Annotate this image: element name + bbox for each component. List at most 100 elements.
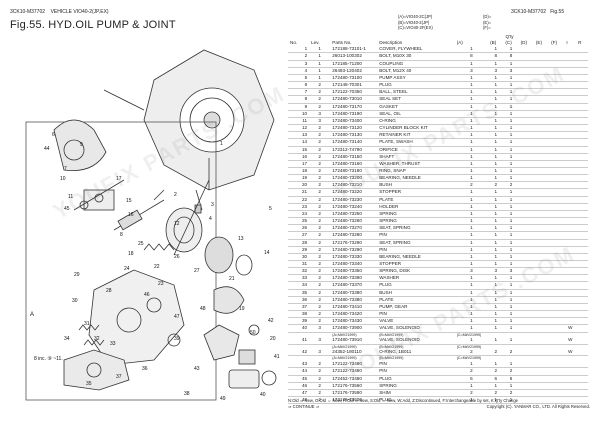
row-qty-c: 1 (503, 303, 519, 312)
part-callout-label: 32 (94, 336, 100, 342)
row-lev: 3 (309, 349, 331, 357)
row-qty-c: 1 (503, 103, 519, 111)
row-qty-f (549, 382, 565, 390)
row-parts-no: 172312-74790 (330, 146, 378, 154)
row-qty-a: 1 (454, 103, 489, 111)
row-parts-no: 172480-73380 (330, 296, 378, 304)
part-callout-label: 38 (184, 391, 190, 397)
row-qty-b: 1 (488, 60, 504, 68)
part-callout-label: 31 (84, 321, 90, 327)
row-qty-f (549, 46, 565, 54)
col-qty-b: (B) (490, 40, 497, 46)
row-qty-d (518, 349, 534, 357)
model-line: (C)=VIO40-2F(EX) (398, 25, 433, 31)
row-no: 43 (288, 361, 310, 369)
row-parts-no: 172480-73420 (330, 310, 378, 319)
row-qty-f (549, 389, 565, 398)
row-r (576, 131, 588, 140)
row-no: 36 (288, 296, 310, 304)
row-qty-d (518, 52, 534, 61)
row-qty-f (549, 117, 565, 126)
row-qty-e (533, 246, 550, 254)
row-qty-f (549, 160, 565, 168)
part-callout-label: 10 (60, 176, 66, 182)
row-qty-e (533, 74, 550, 83)
row-qty-c: 1 (503, 260, 519, 269)
row-qty-c: 1 (503, 138, 519, 147)
row-description: SPRING (377, 217, 455, 226)
row-lev: 2 (309, 138, 331, 147)
row-r (576, 153, 588, 161)
row-qty-f (549, 349, 565, 357)
row-qty-a: 1 (454, 303, 489, 312)
row-lev: 2 (309, 361, 331, 369)
row-r (576, 210, 588, 219)
part-callout-label: 13 (238, 236, 244, 242)
row-lev: 1 (309, 74, 331, 83)
row-lev: 2 (309, 281, 331, 290)
part-callout-label: 33 (110, 341, 116, 347)
exploded-parts-diagram: 1234567891011121314151617181920212223242… (25, 49, 280, 402)
row-i (564, 81, 577, 90)
row-description: SEAL, OIL (377, 110, 455, 118)
model-line: (B)=VIO40-2(JP) (398, 19, 430, 25)
row-i (564, 281, 577, 290)
part-callout-label: 16 (128, 212, 134, 218)
row-no: 39 (288, 317, 310, 326)
row-i (564, 253, 577, 262)
part-callout-label: 14 (264, 250, 270, 256)
row-qty-e (533, 181, 550, 190)
row-i (564, 103, 577, 111)
row-r (576, 375, 588, 383)
row-qty-b: 1 (488, 103, 504, 111)
row-qty-d (518, 260, 534, 269)
row-lev: 2 (309, 289, 331, 297)
row-qty-c: 2 (503, 181, 519, 190)
row-description: PUMP, GEAR (377, 303, 455, 312)
row-description: COUPLING (377, 60, 455, 68)
row-parts-no: 172176-73600 (330, 396, 378, 405)
row-r (576, 188, 588, 197)
row-qty-d (518, 196, 534, 204)
continue-link[interactable]: ⇒ CONTINUE ⇒ (288, 403, 320, 409)
row-qty-a: 1 (454, 281, 489, 290)
row-lev: 2 (309, 88, 331, 97)
row-qty-d (518, 95, 534, 104)
row-r (576, 389, 588, 398)
row-qty-b: 1 (488, 239, 504, 247)
row-description: PIN (377, 361, 455, 369)
model-legend: (A)=VIO40-2C(JP) (B)=VIO40-2(JP) (C)=VIO… (398, 14, 433, 31)
part-callout-label: 34 (64, 336, 70, 342)
row-qty-f (549, 281, 565, 290)
row-parts-no: 172452-73480 (330, 375, 378, 383)
row-description: SPRING (377, 382, 455, 390)
row-parts-no: 172480-73130 (330, 131, 378, 140)
row-lev: 2 (309, 367, 331, 376)
part-callout-label: 28 (106, 288, 112, 294)
row-qty-b: 1 (488, 210, 504, 219)
row-qty-c: 6 (503, 375, 519, 383)
page-title: Fig.55. HYD.OIL PUMP & JOINT (10, 19, 176, 31)
row-qty-f (549, 367, 565, 376)
row-r (576, 67, 588, 75)
row-qty-d (518, 281, 534, 290)
row-no: 25 (288, 217, 310, 226)
row-i (564, 174, 577, 183)
row-r (576, 60, 588, 68)
row-r (576, 396, 588, 405)
row-qty-a: 1 (454, 160, 489, 168)
row-qty-f (549, 375, 565, 383)
row-qty-f (549, 274, 565, 283)
row-qty-a: 8 (454, 52, 489, 61)
row-lev: 1 (309, 46, 331, 54)
part-callout-label: 35 (86, 381, 92, 387)
